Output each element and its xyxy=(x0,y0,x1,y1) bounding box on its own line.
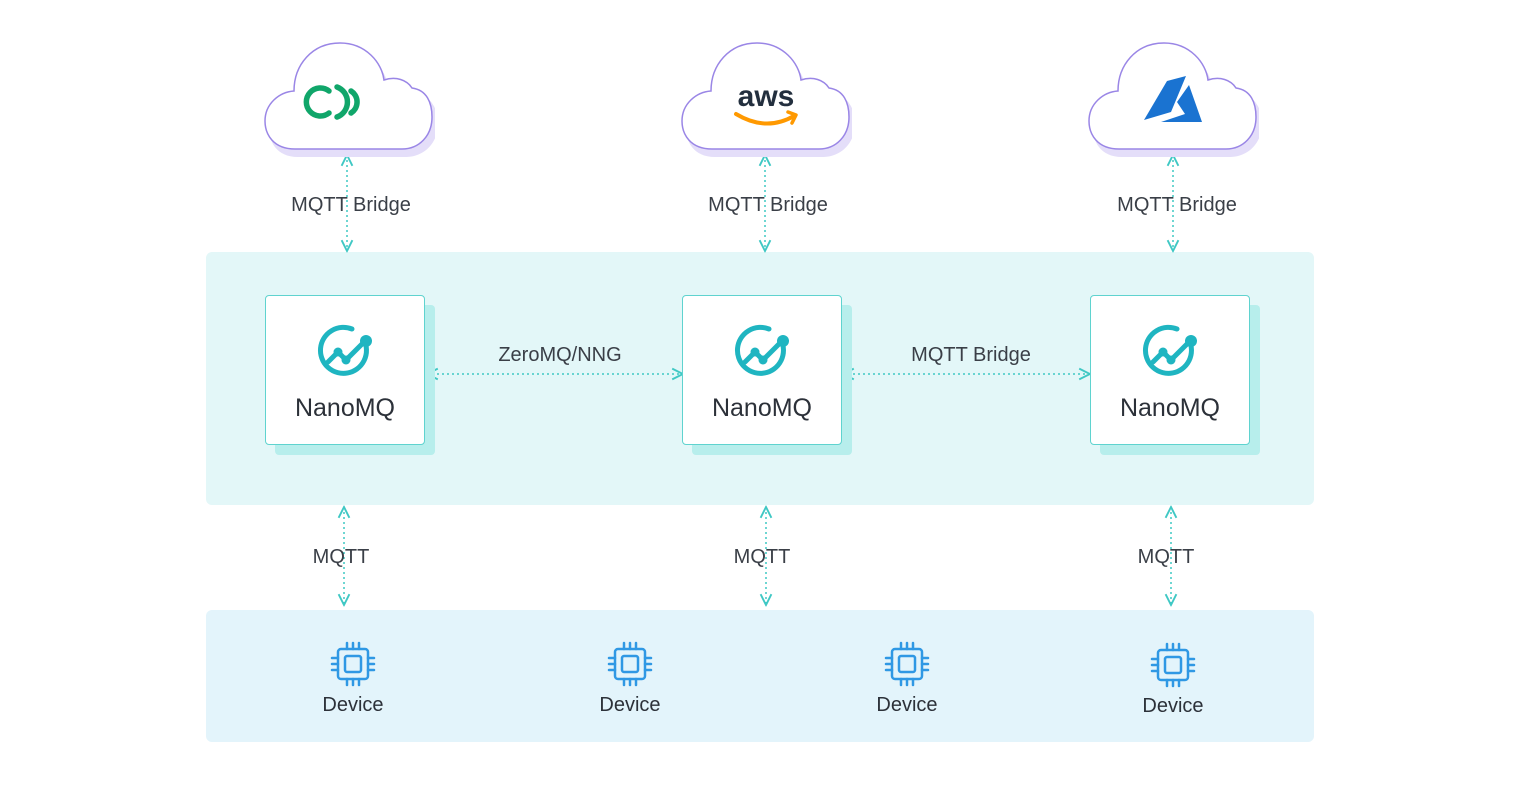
node-card: NanoMQ xyxy=(682,295,842,445)
broker-link-2-label: MQTT Bridge xyxy=(911,344,1031,366)
nanomq-node-label: NanoMQ xyxy=(711,394,813,422)
cloud-link-2-label: MQTT Bridge xyxy=(708,194,828,216)
nanomq-node-label: NanoMQ xyxy=(1119,394,1221,422)
emqx-cloud xyxy=(263,40,435,158)
nanomq-logo-icon xyxy=(317,324,372,376)
chip-icon xyxy=(330,641,376,687)
device-1: Device xyxy=(293,640,413,740)
cloud-link-1-label: MQTT Bridge xyxy=(291,194,411,216)
node-card: NanoMQ xyxy=(1090,295,1250,445)
nanomq-node-3: NanoMQ xyxy=(1090,295,1260,455)
device-link-1-label: MQTT xyxy=(312,546,370,568)
device-label: Device xyxy=(1142,695,1204,717)
nanomq-logo-icon xyxy=(734,324,789,376)
emqx-logo-icon xyxy=(303,84,360,120)
device-label: Device xyxy=(322,694,384,716)
device-3: Device xyxy=(847,640,967,740)
nanomq-node-label: NanoMQ xyxy=(294,394,396,422)
aws-cloud: aws xyxy=(680,40,852,158)
device-link-3-label: MQTT xyxy=(1137,546,1195,568)
aws-logo-text: aws xyxy=(738,80,795,113)
device-label: Device xyxy=(599,694,661,716)
device-4: Device xyxy=(1113,641,1233,741)
nanomq-node-2: NanoMQ xyxy=(682,295,852,455)
node-card: NanoMQ xyxy=(265,295,425,445)
azure-cloud xyxy=(1087,40,1259,158)
chip-icon xyxy=(1150,642,1196,688)
cloud-link-3-label: MQTT Bridge xyxy=(1117,194,1237,216)
chip-icon xyxy=(607,641,653,687)
azure-logo-icon xyxy=(1144,76,1202,122)
device-layer xyxy=(206,610,1314,742)
nanomq-node-1: NanoMQ xyxy=(265,295,435,455)
device-2: Device xyxy=(570,640,690,740)
device-link-2-label: MQTT xyxy=(733,546,791,568)
device-label: Device xyxy=(876,694,938,716)
nanomq-logo-icon xyxy=(1142,324,1197,376)
chip-icon xyxy=(884,641,930,687)
broker-link-1-label: ZeroMQ/NNG xyxy=(498,344,622,366)
aws-logo-icon: aws xyxy=(734,80,798,126)
